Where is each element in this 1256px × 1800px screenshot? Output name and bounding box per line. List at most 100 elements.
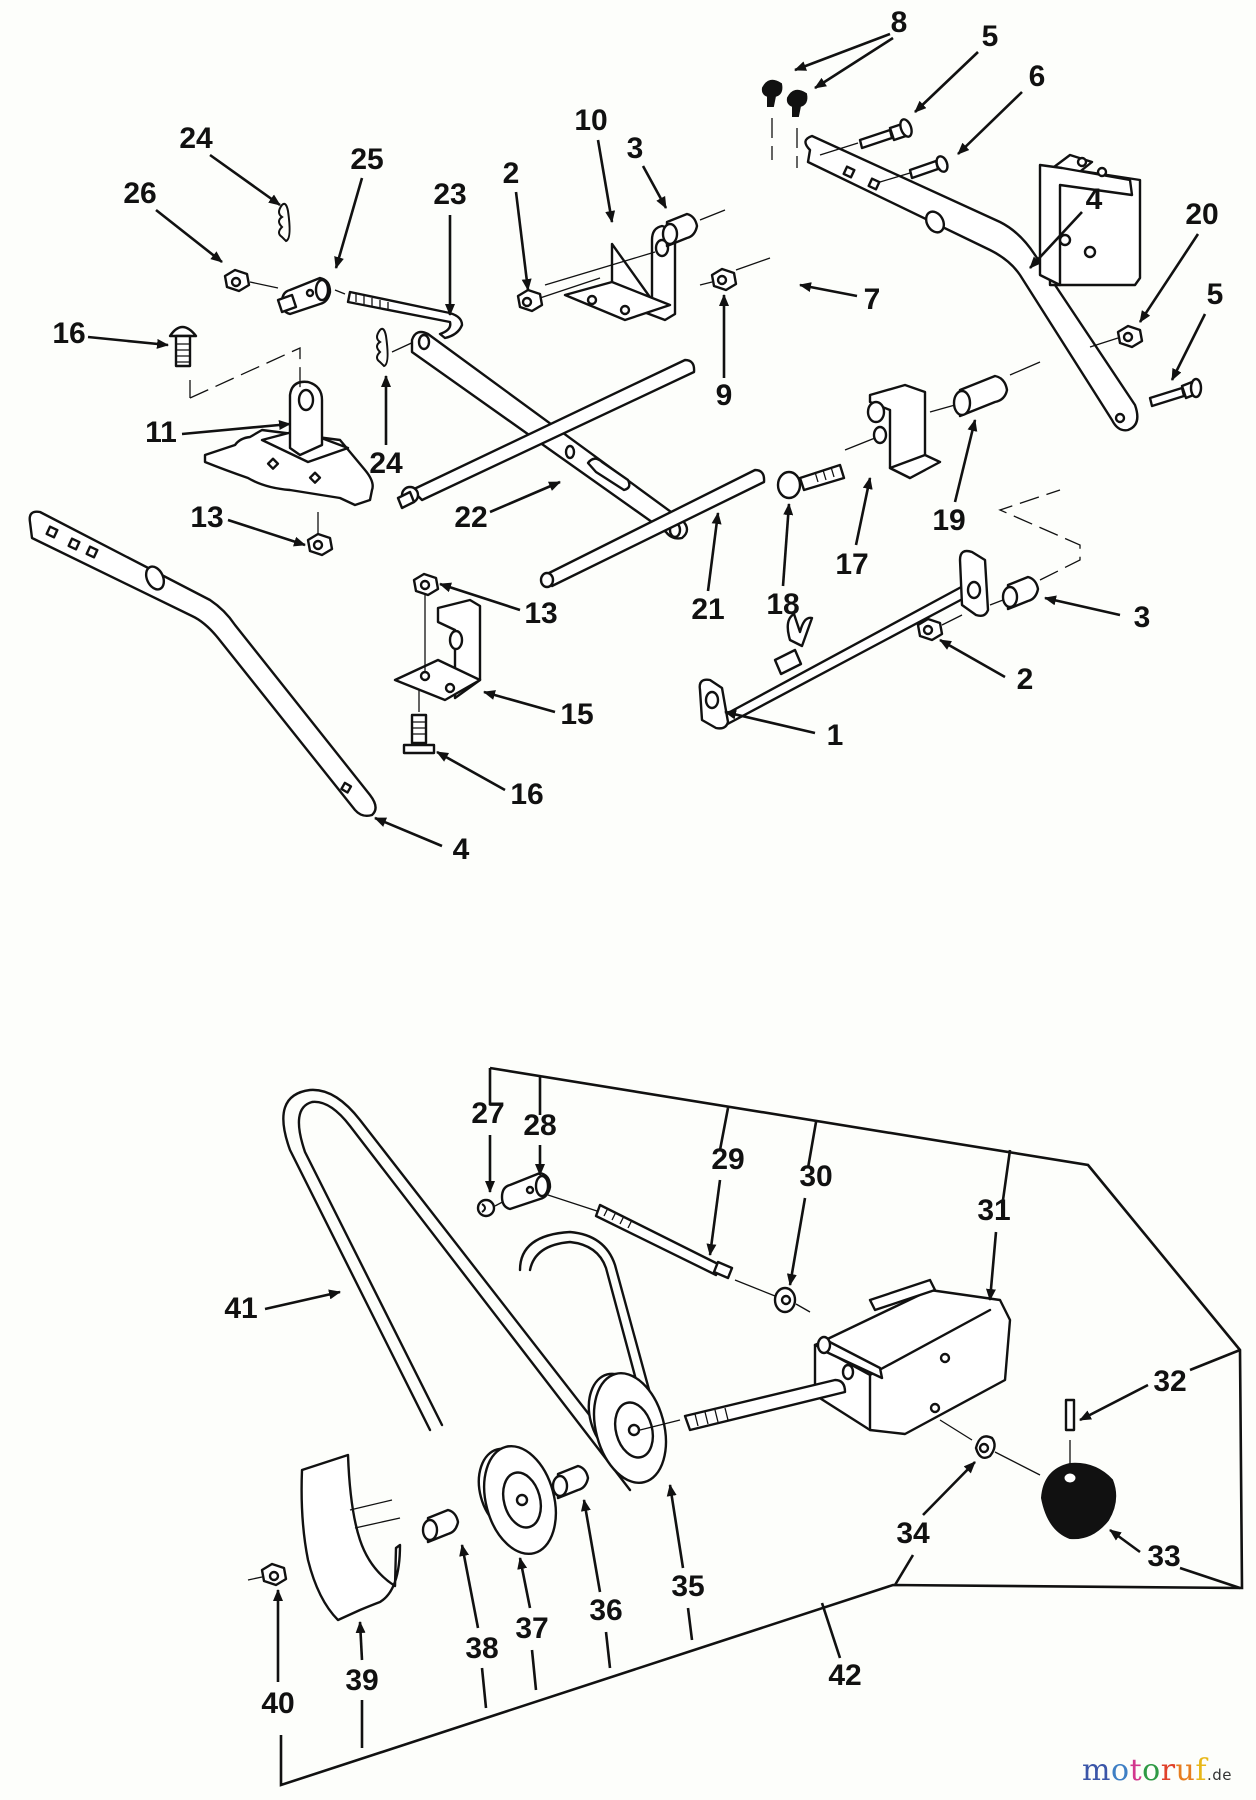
- part-label: 33: [1147, 1540, 1180, 1573]
- part-label: 5: [1207, 278, 1224, 311]
- part-label: 28: [523, 1109, 556, 1142]
- part-label: 25: [350, 143, 383, 176]
- part-label: 41: [224, 1292, 257, 1325]
- pulley-icon: [587, 1371, 681, 1485]
- v-belt-icon: [282, 1088, 662, 1492]
- watermark-tld: .de: [1206, 1766, 1232, 1784]
- hex-nut-icon: [916, 614, 963, 642]
- leader-arrows: [87, 32, 1241, 1748]
- part-label: 10: [574, 104, 607, 137]
- part-label: 38: [465, 1632, 498, 1665]
- part-label: 23: [433, 178, 466, 211]
- watermark-logo: motoruf.de: [1082, 1753, 1232, 1788]
- hex-nut-icon: [699, 257, 771, 292]
- hex-nut-icon: [247, 1562, 288, 1587]
- hex-nut-icon: [306, 512, 334, 557]
- part-label: 4: [1086, 183, 1103, 216]
- lift-arm-icon: [804, 134, 1139, 432]
- part-label: 21: [691, 593, 724, 626]
- spacer-icon: [551, 1464, 590, 1500]
- lower-assembly: [247, 1066, 1244, 1787]
- part-label: 32: [1153, 1365, 1186, 1398]
- bracket-icon: [1038, 153, 1142, 287]
- angle-bracket-icon: [544, 224, 677, 322]
- part-label: 20: [1185, 198, 1218, 231]
- adjuster-shaft-icon: [683, 1378, 847, 1432]
- part-label: 30: [799, 1160, 832, 1193]
- part-label: 22: [454, 501, 487, 534]
- washer-icon: [734, 1279, 811, 1314]
- part-label: 36: [589, 1594, 622, 1627]
- part-label: 18: [766, 588, 799, 621]
- part-label: 11: [145, 416, 177, 449]
- rivet-icon: [761, 79, 808, 168]
- part-label: 7: [864, 283, 881, 316]
- mount-plate-icon: [189, 346, 374, 507]
- watermark-letter: o: [1111, 1753, 1130, 1788]
- hex-nut-icon: [516, 277, 601, 313]
- carriage-bolt-icon: [168, 325, 198, 368]
- roll-pin-icon: [1064, 1398, 1076, 1468]
- part-label: 16: [510, 778, 543, 811]
- part-label: 29: [711, 1143, 744, 1176]
- part-label: 35: [671, 1570, 704, 1603]
- swivel-icon: [276, 276, 346, 316]
- threaded-rod-icon: [346, 290, 464, 340]
- carriage-bolt-icon: [402, 690, 436, 755]
- bolt-icon: [819, 118, 913, 156]
- threaded-rod-icon: [547, 1194, 734, 1280]
- lift-shaft-icon: [698, 549, 990, 730]
- part-label: 26: [123, 177, 156, 210]
- part-label: 3: [1134, 601, 1151, 634]
- part-label: 17: [835, 548, 868, 581]
- part-label: 3: [627, 132, 644, 165]
- part-label: 19: [932, 504, 965, 537]
- e-ring-icon: [476, 1197, 511, 1218]
- part-label: 31: [977, 1194, 1010, 1227]
- swivel-icon: [500, 1171, 552, 1211]
- hair-pin-icon: [278, 202, 291, 243]
- hex-nut-icon: [412, 572, 440, 672]
- upper-assembly: [28, 79, 1203, 818]
- rod-icon: [396, 358, 696, 510]
- spacer-icon: [989, 489, 1081, 611]
- watermark-letter: o: [1142, 1753, 1161, 1788]
- watermark-text: motoruf: [1082, 1753, 1207, 1788]
- hex-nut-icon: [1089, 324, 1144, 349]
- part-label: 39: [345, 1664, 378, 1697]
- part-label: 40: [261, 1687, 294, 1720]
- part-label: 1: [827, 719, 844, 752]
- bolt-icon: [1148, 377, 1203, 408]
- lower-labels: 27 28 29 30 31 41 32 33 34 35 36 37 38 3…: [224, 1097, 1186, 1720]
- part-label: 4: [453, 833, 470, 866]
- part-label: 6: [1029, 60, 1046, 93]
- watermark-letter: t: [1129, 1753, 1143, 1788]
- screw-icon: [879, 155, 949, 183]
- spacer-icon: [661, 209, 726, 248]
- rod-icon: [539, 468, 766, 589]
- watermark-letter: u: [1175, 1753, 1196, 1788]
- part-label: 2: [1017, 663, 1034, 696]
- washer-icon: [939, 1419, 1041, 1476]
- lift-arm-icon: [28, 510, 377, 818]
- pivot-block-icon: [844, 383, 942, 480]
- knob-icon: [1040, 1462, 1117, 1540]
- part-label: 27: [471, 1097, 504, 1130]
- upper-labels: 8 5 6 24 25 26 23 2 10 3 4 20 5 16 7 9 1…: [52, 6, 1223, 866]
- watermark-letter: f: [1195, 1753, 1207, 1788]
- housing-icon: [813, 1278, 1012, 1436]
- part-label: 37: [515, 1612, 548, 1645]
- part-label: 9: [716, 379, 733, 412]
- carriage-bolt-icon: [776, 463, 846, 500]
- belt-guard-icon: [300, 1453, 402, 1622]
- part-label: 13: [524, 597, 557, 630]
- part-label: 24: [179, 122, 213, 155]
- part-label: 42: [828, 1659, 861, 1692]
- part-label: 34: [896, 1517, 930, 1550]
- pulley-icon: [477, 1444, 557, 1556]
- part-label: 5: [982, 20, 999, 53]
- part-label: 2: [503, 157, 520, 190]
- watermark-letter: m: [1082, 1753, 1111, 1788]
- spacer-icon: [929, 361, 1041, 418]
